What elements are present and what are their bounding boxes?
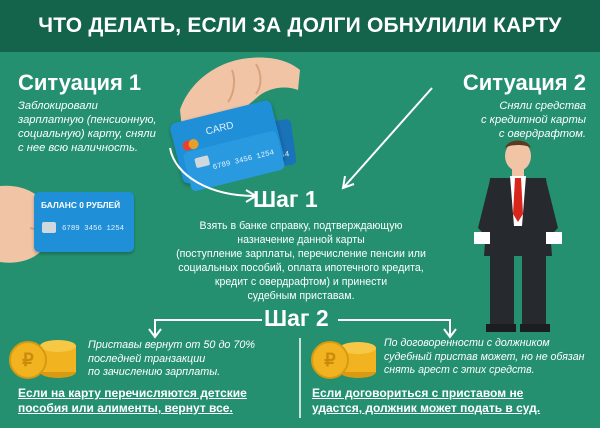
balance-label: БАЛАНС 0 РУБЛЕЙ [41, 200, 121, 210]
svg-text:₽: ₽ [324, 350, 336, 370]
arrow-situation-2 [343, 87, 433, 188]
arrow-head-right-icon [443, 328, 457, 339]
situation-1-line: с нее всю наличность. [18, 142, 138, 154]
right-box-line: судебный пристав может, но не обязан [384, 350, 585, 363]
balance-card: БАЛАНС 0 РУБЛЕЙ 6789 3456 1254 [34, 192, 134, 252]
step-1-text: Взять в банке справку, подтверждающую на… [142, 219, 460, 303]
step-1-line: социальных пособий, оплата ипотечного кр… [178, 262, 424, 274]
situation-1-line: Заблокировали [18, 100, 98, 112]
left-box-line: по зачислению зарплаты. [88, 366, 221, 378]
step-1-title: Шаг 1 [253, 186, 318, 212]
step-1-line: Взять в банке справку, подтверждающую [199, 220, 403, 232]
left-box-bold-line: пособия или алименты, вернут все. [18, 401, 233, 415]
left-box-bold-line: Если на карту перечисляются детские [18, 386, 247, 400]
situation-1-title: Ситуация 1 [18, 70, 142, 95]
step-2-left-branch [154, 319, 262, 335]
right-box-line: снять арест с этих средств. [384, 364, 535, 376]
situation-1-line: социальную) карту, сняли [18, 128, 156, 140]
step-2-right-branch [338, 319, 451, 335]
situation-1-line: зарплатную (пенсионную, [18, 114, 157, 126]
step-1-line: судебным приставам. [247, 290, 355, 302]
balance-card-chip-icon [42, 222, 56, 233]
situation-2-text: Сняли средства с кредитной карты с оверд… [436, 99, 586, 141]
left-box-line: Приставы вернут от 50 до 70% [88, 339, 256, 351]
hand-icon [180, 57, 300, 129]
situation-2-line: с кредитной карты [480, 114, 586, 126]
situation-2-line: Сняли средства [499, 100, 586, 112]
svg-text:₽: ₽ [22, 350, 34, 370]
man-with-empty-pockets-icon [474, 140, 562, 332]
right-box-text: По договоренности с должником судебный п… [384, 337, 594, 378]
left-box-bold-note: Если на карту перечисляются детские посо… [18, 386, 288, 416]
arrow-head-2-icon [341, 175, 355, 190]
coins-right-icon: ₽ [311, 341, 376, 379]
coins-left-icon: ₽ [9, 340, 76, 379]
right-box-bold-note: Если договориться с приставом не удастся… [312, 386, 594, 416]
right-box-line: По договоренности с должником [384, 337, 550, 349]
situation-2-line: с овердрафтом. [498, 128, 586, 140]
situation-2-title: Ситуация 2 [462, 70, 586, 95]
header-bar: ЧТО ДЕЛАТЬ, ЕСЛИ ЗА ДОЛГИ ОБНУЛИЛИ КАРТУ [0, 0, 600, 52]
situation-1-text: Заблокировали зарплатную (пенсионную, со… [18, 99, 193, 155]
step-1-line: (поступление зарплаты, перечисление пенс… [176, 248, 426, 260]
page-title: ЧТО ДЕЛАТЬ, ЕСЛИ ЗА ДОЛГИ ОБНУЛИЛИ КАРТУ [38, 14, 562, 37]
left-box-text: Приставы вернут от 50 до 70% последней т… [88, 339, 288, 380]
arrow-situation-1 [169, 147, 256, 197]
step-1-line: кредит с овердрафтом) и принести [214, 276, 388, 288]
left-box-line: последней транзакции [88, 352, 206, 365]
step-2-title: Шаг 2 [264, 305, 329, 331]
step-1-line: назначение данной карты [237, 234, 365, 246]
right-box-bold-line: Если договориться с приставом не [312, 386, 524, 400]
balance-card-number: 6789 3456 1254 [62, 225, 125, 233]
arrow-head-1-icon [245, 189, 258, 203]
right-box-bold-line: удастся, должник может подать в суд. [312, 401, 541, 415]
arrow-head-left-icon [148, 328, 162, 339]
